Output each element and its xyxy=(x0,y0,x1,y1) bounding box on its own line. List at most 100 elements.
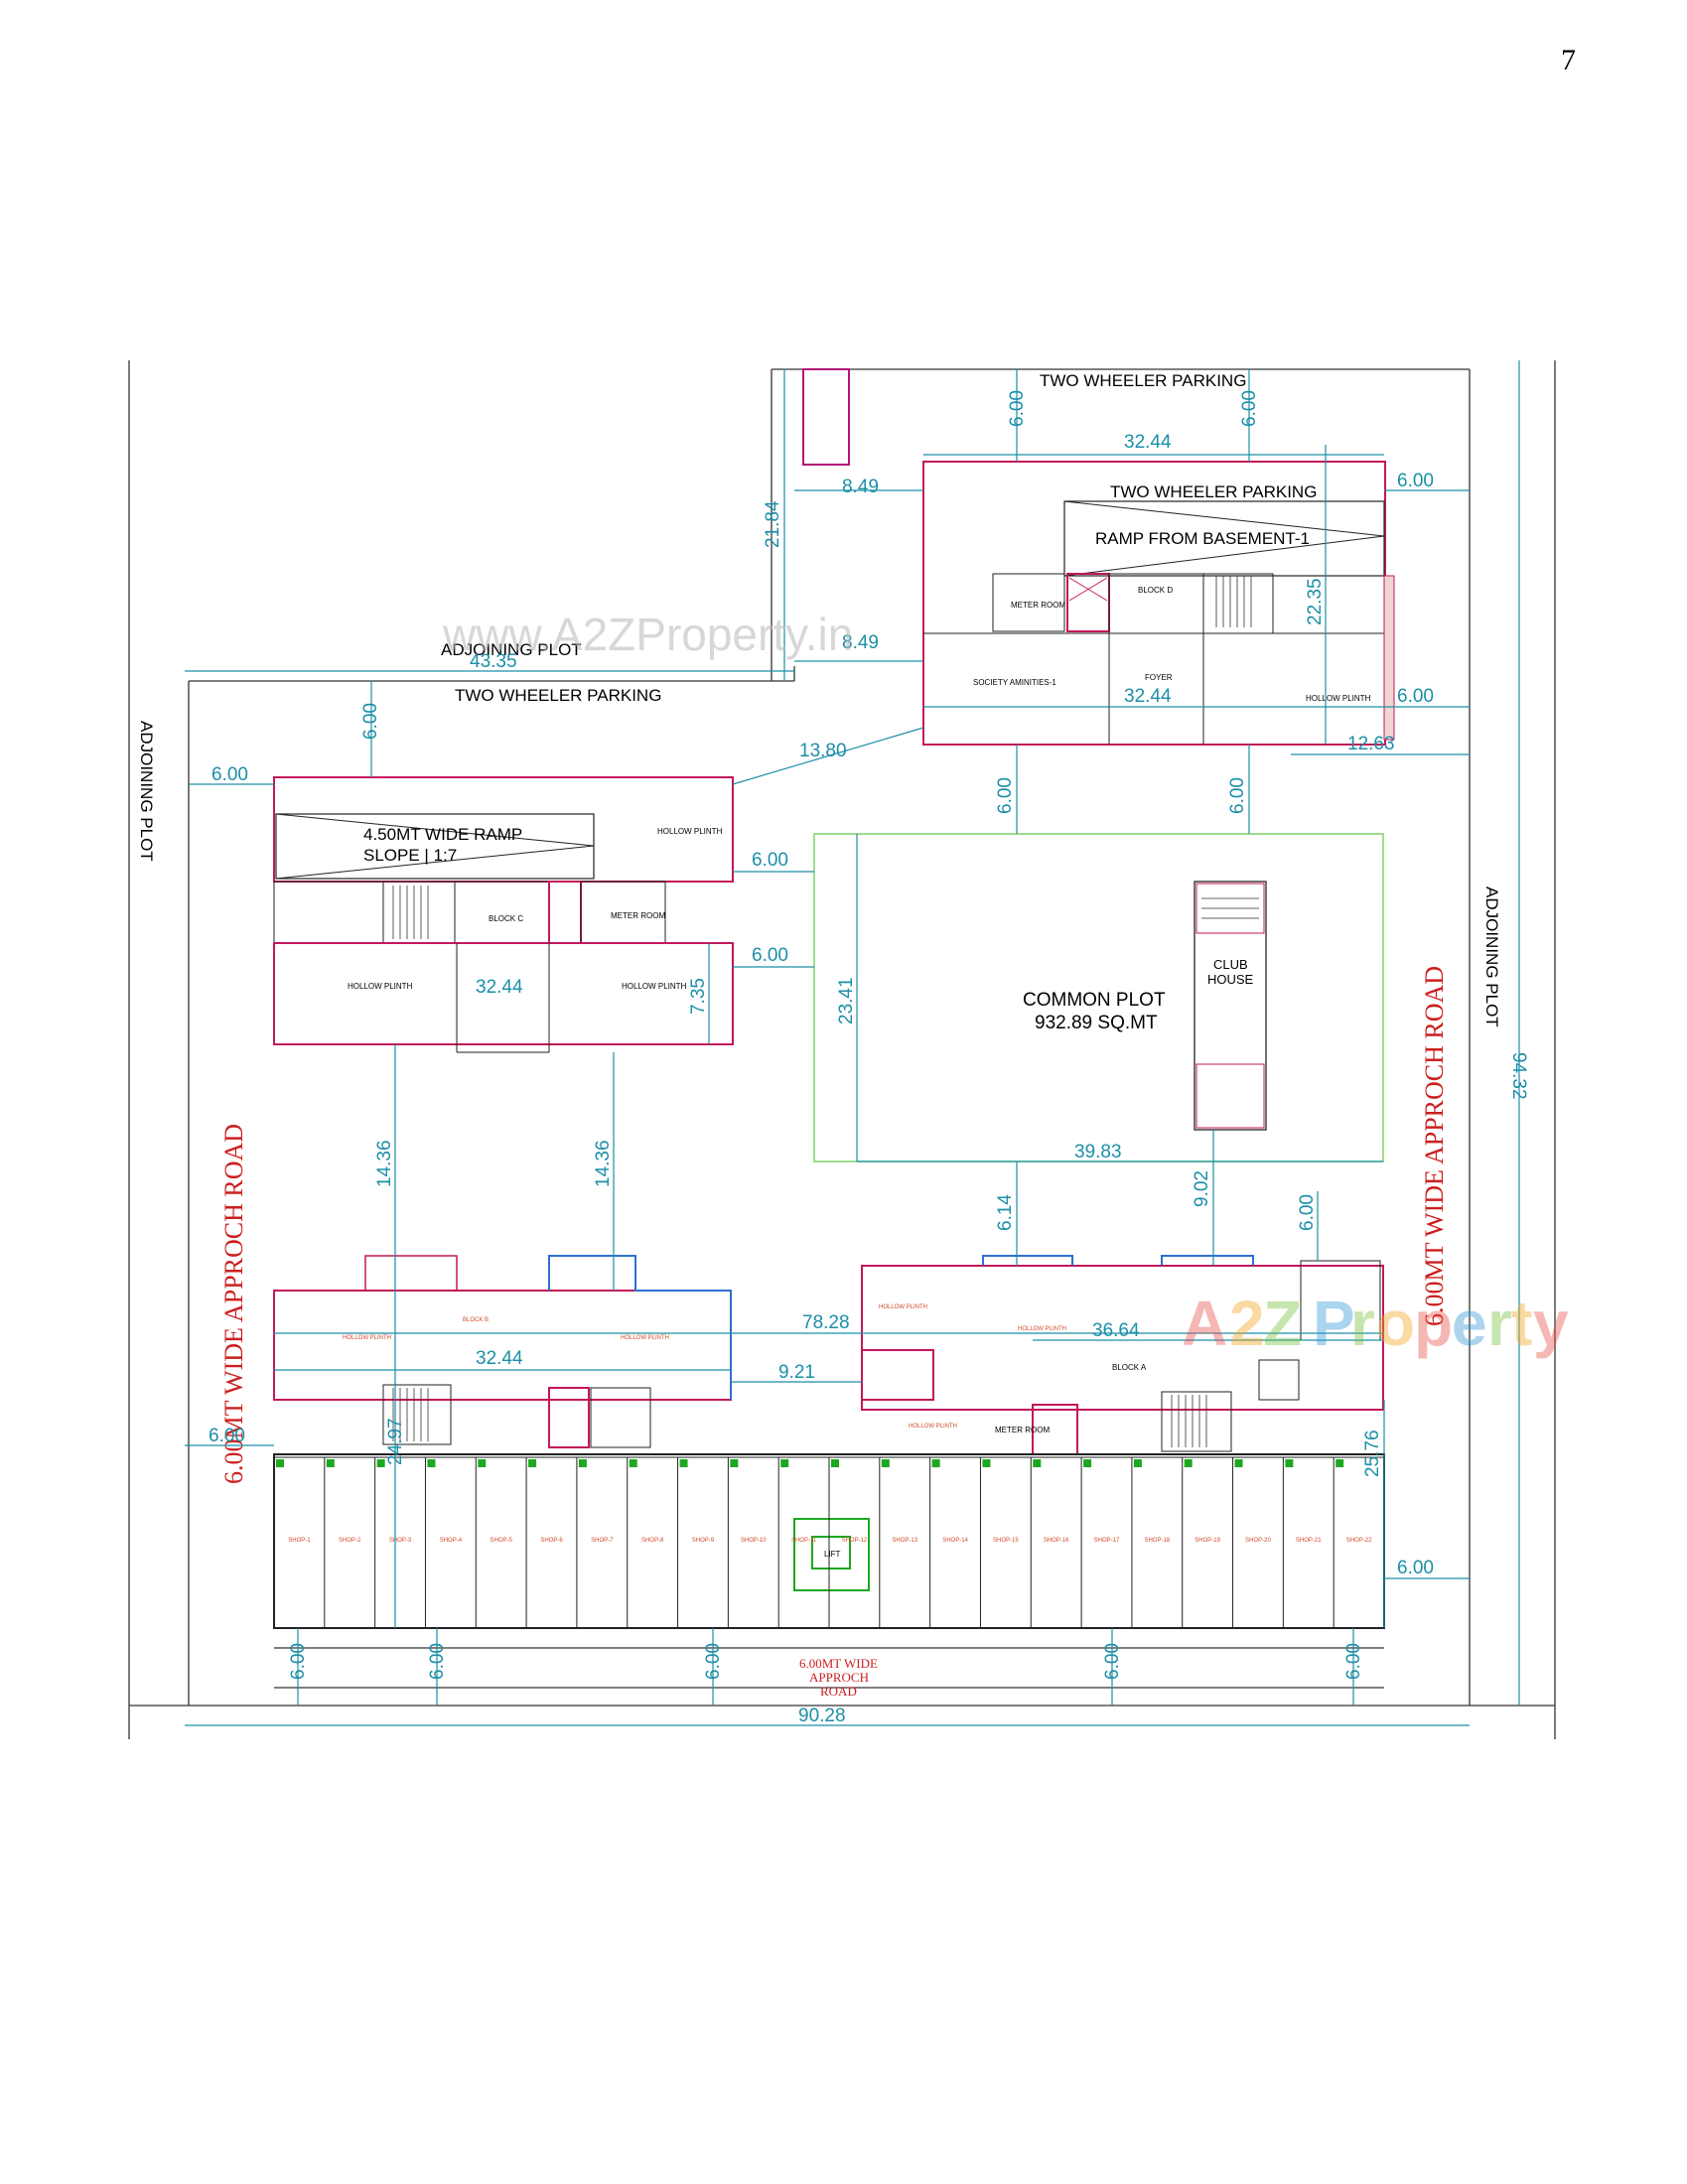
dim-6-00-c: 6.00 xyxy=(1397,471,1434,491)
svg-text:2: 2 xyxy=(1229,1288,1265,1359)
shop-column xyxy=(730,1459,739,1467)
shop-label: SHOP-20 xyxy=(1245,1538,1271,1544)
shop-label: SHOP-7 xyxy=(591,1538,614,1544)
shop-column xyxy=(1133,1459,1142,1467)
label-two-wheeler-parking-left: TWO WHEELER PARKING xyxy=(455,686,661,705)
dim-8-49-a: 8.49 xyxy=(842,477,879,497)
shop-column xyxy=(326,1459,335,1467)
dim-7-35: 7.35 xyxy=(688,978,709,1015)
label-club-house-line1: CLUB xyxy=(1213,957,1248,972)
dim-6-00-p: 6.00 xyxy=(703,1643,724,1680)
label-ramp-from-basement: RAMP FROM BASEMENT-1 xyxy=(1095,529,1310,548)
dim-22-35: 22.35 xyxy=(1305,578,1326,625)
svg-text:e: e xyxy=(1452,1288,1487,1359)
label-club-house-line2: HOUSE xyxy=(1207,972,1254,987)
shop-column xyxy=(629,1459,637,1467)
dim-9-21: 9.21 xyxy=(778,1362,815,1383)
svg-text:A: A xyxy=(1182,1288,1227,1359)
svg-text:o: o xyxy=(1376,1288,1415,1359)
dim-6-00-q: 6.00 xyxy=(1102,1643,1123,1680)
label-common-plot-line2: 932.89 SQ.MT xyxy=(1035,1013,1158,1033)
dim-24-97: 24.97 xyxy=(385,1418,406,1465)
block-b xyxy=(273,1255,732,1448)
svg-text:t: t xyxy=(1511,1288,1532,1359)
shop-column xyxy=(478,1459,487,1467)
label-meter-room-c: METER ROOM xyxy=(611,911,665,920)
dim-39-83: 39.83 xyxy=(1074,1142,1122,1162)
dim-32-44-top: 32.44 xyxy=(1124,432,1172,453)
dim-6-00-k: 6.00 xyxy=(1297,1194,1318,1231)
shop-label: SHOP-22 xyxy=(1346,1538,1372,1544)
shop-label: SHOP-3 xyxy=(389,1538,412,1544)
label-lift: LIFT xyxy=(824,1550,841,1559)
shop-column xyxy=(1336,1459,1344,1467)
label-adjoining-plot-top: ADJOINING PLOT xyxy=(441,640,582,659)
shop-column xyxy=(427,1459,436,1467)
shop-label: SHOP-4 xyxy=(440,1538,463,1544)
svg-text:r: r xyxy=(1350,1288,1375,1359)
label-adjoining-plot-left: ADJOINING PLOT xyxy=(137,721,156,862)
shop-column xyxy=(528,1459,537,1467)
label-hollow-plinth-a1: HOLLOW PLINTH xyxy=(879,1304,927,1310)
dim-14-36-a: 14.36 xyxy=(374,1140,395,1187)
shop-label: SHOP-19 xyxy=(1195,1538,1220,1544)
label-road-bottom-line1: 6.00MT WIDE xyxy=(799,1656,878,1671)
dim-6-00-l: 6.00 xyxy=(209,1426,245,1446)
label-common-plot-line1: COMMON PLOT xyxy=(1023,990,1166,1011)
label-block-d: BLOCK D xyxy=(1138,586,1173,595)
shop-label: SHOP-1 xyxy=(288,1538,311,1544)
shop-label: SHOP-13 xyxy=(892,1538,917,1544)
dim-6-00-f: 6.00 xyxy=(211,764,248,785)
block-c xyxy=(273,776,734,1053)
label-meter-room-a: METER ROOM xyxy=(995,1426,1050,1434)
label-hollow-plinth-c2: HOLLOW PLINTH xyxy=(348,982,413,991)
label-road-bottom-line3: ROAD xyxy=(820,1684,857,1699)
svg-text:Z: Z xyxy=(1263,1288,1302,1359)
dim-9-02: 9.02 xyxy=(1192,1170,1212,1207)
dimension-lines xyxy=(185,360,1520,1726)
dim-6-00-o: 6.00 xyxy=(427,1643,448,1680)
dim-78-28: 78.28 xyxy=(802,1312,850,1333)
shop-label: SHOP-9 xyxy=(692,1538,715,1544)
label-adjoining-plot-right: ADJOINING PLOT xyxy=(1482,887,1501,1027)
svg-text:P: P xyxy=(1313,1288,1355,1359)
dim-6-00-j: 6.00 xyxy=(1227,777,1248,814)
utility-box xyxy=(802,368,850,466)
label-society-amenities: SOCIETY AMINITIES-1 xyxy=(973,678,1056,687)
dim-6-00-b: 6.00 xyxy=(1239,390,1260,427)
dim-6-00-e: 6.00 xyxy=(360,703,381,740)
shop-column xyxy=(1033,1459,1042,1467)
label-block-c: BLOCK C xyxy=(489,914,523,923)
label-hollow-plinth-a3: HOLLOW PLINTH xyxy=(909,1424,957,1430)
shop-column xyxy=(831,1459,839,1467)
svg-text:y: y xyxy=(1533,1288,1569,1359)
dim-25-76: 25.76 xyxy=(1362,1430,1383,1477)
shop-label: SHOP-15 xyxy=(993,1538,1019,1544)
shop-column xyxy=(1184,1459,1193,1467)
dim-6-00-i: 6.00 xyxy=(995,777,1016,814)
shop-column xyxy=(1083,1459,1092,1467)
shop-column xyxy=(931,1459,940,1467)
dim-6-00-h: 6.00 xyxy=(752,945,788,966)
page-number: 7 xyxy=(1561,44,1576,76)
shop-column xyxy=(780,1459,789,1467)
shop-label: SHOP-16 xyxy=(1044,1538,1069,1544)
shop-label: SHOP-21 xyxy=(1296,1538,1322,1544)
label-hollow-plinth-b2: HOLLOW PLINTH xyxy=(621,1335,669,1341)
dim-6-00-g: 6.00 xyxy=(752,850,788,871)
shop-label: SHOP-6 xyxy=(540,1538,563,1544)
label-road-bottom-line2: APPROCH xyxy=(809,1670,869,1685)
dim-6-00-a: 6.00 xyxy=(1007,390,1028,427)
shop-label: SHOP-2 xyxy=(339,1538,361,1544)
dim-32-44-c: 32.44 xyxy=(476,977,523,998)
dim-94-32: 94.32 xyxy=(1508,1052,1529,1100)
shop-column xyxy=(578,1459,587,1467)
shop-label: SHOP-17 xyxy=(1094,1538,1120,1544)
dim-12-63: 12.63 xyxy=(1347,734,1395,754)
label-hollow-plinth-c3: HOLLOW PLINTH xyxy=(622,982,687,991)
shop-column xyxy=(982,1459,991,1467)
dim-32-44-mid: 32.44 xyxy=(1124,686,1172,707)
label-two-wheeler-parking-block-d: TWO WHEELER PARKING xyxy=(1110,482,1317,501)
